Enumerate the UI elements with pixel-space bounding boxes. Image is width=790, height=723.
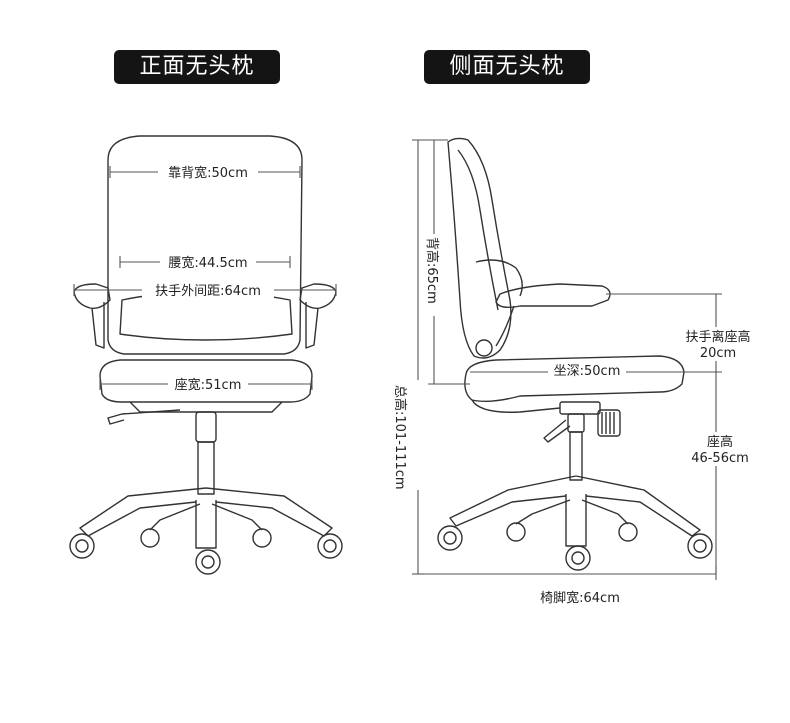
side-backrest [447, 137, 512, 359]
side-base [449, 475, 701, 547]
front-dimension-lines [73, 166, 337, 390]
side-seat [464, 355, 685, 403]
seat-depth-label: 坐深:50cm [554, 364, 621, 379]
front-base [79, 487, 333, 549]
seat-height-value: 46-56cm [691, 451, 749, 466]
side-view-heading: 侧面无头枕 [424, 50, 590, 84]
front-casters [69, 528, 343, 575]
front-lumbar [119, 291, 293, 341]
seat-width-label: 座宽:51cm [175, 377, 242, 393]
base-width-label: 椅脚宽:64cm [540, 590, 620, 606]
front-gas-cylinder [195, 411, 217, 443]
front-backrest [107, 135, 303, 355]
waist-width-label: 腰宽:44.5cm [168, 255, 247, 271]
armrest-to-seat-value: 20cm [700, 346, 736, 361]
front-lever [107, 409, 181, 425]
side-lever [543, 419, 571, 443]
side-casters [437, 522, 713, 571]
side-gas-cylinder [567, 413, 585, 433]
back-height-label: 背高:65cm [424, 237, 440, 304]
seat-height-label: 座高 [707, 434, 733, 450]
front-seat [99, 359, 313, 403]
front-chair-drawing [69, 135, 343, 575]
side-armrest [495, 283, 611, 309]
armrest-to-seat-label: 扶手离座高 [685, 329, 750, 345]
backrest-width-label: 靠背宽:50cm [168, 165, 248, 181]
side-chair-drawing [437, 137, 713, 571]
total-height-label: 总高:101-111cm [392, 385, 408, 490]
front-armrest-right [299, 283, 337, 349]
front-armrest-left [73, 283, 111, 349]
armrest-span-label: 扶手外间距:64cm [155, 284, 261, 299]
side-height-knob [597, 409, 621, 437]
front-view-heading: 正面无头枕 [114, 50, 280, 84]
side-hinge [475, 339, 493, 357]
